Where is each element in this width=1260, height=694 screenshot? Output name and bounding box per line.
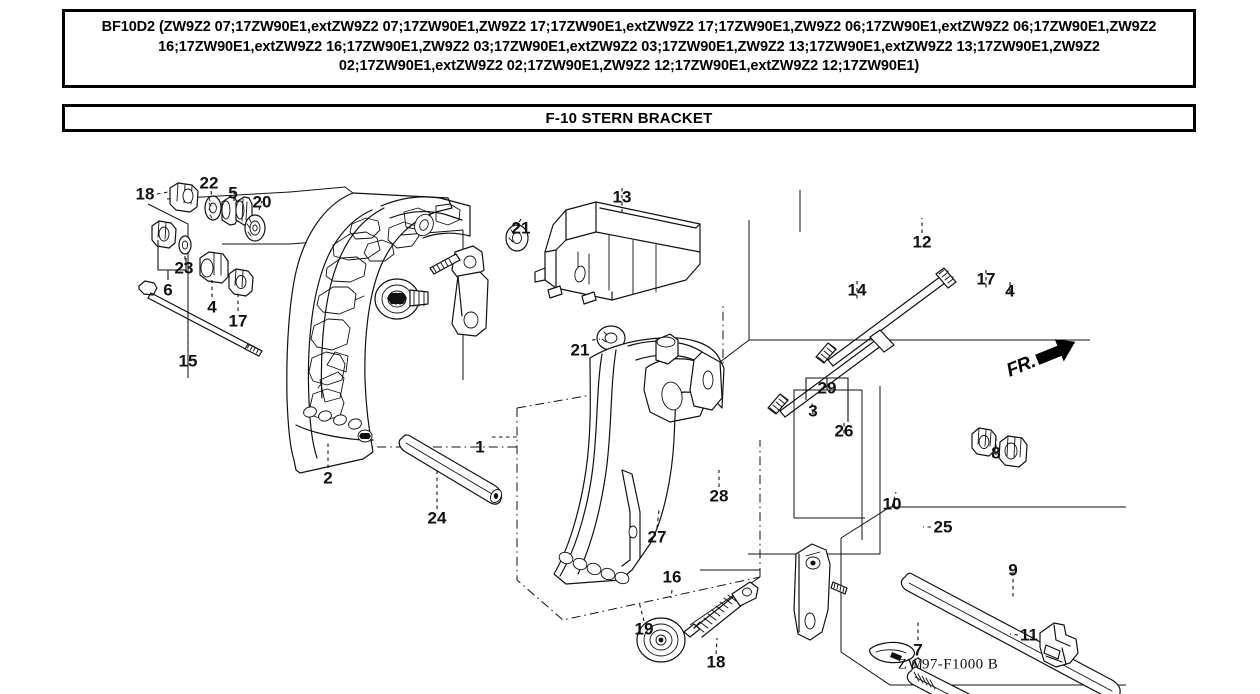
part-callout-18: 18 [706, 652, 726, 672]
part-22-washer [204, 195, 222, 221]
part-12-long-bolt [815, 267, 957, 367]
part-15-bolt [138, 280, 263, 357]
part-18-upper-nut [169, 182, 199, 213]
part-callout-17: 17 [976, 269, 996, 289]
part-callout-21: 21 [570, 340, 590, 360]
part-callout-1: 1 [475, 437, 485, 457]
part-20-bushing [244, 214, 266, 242]
part-callout-8: 8 [991, 443, 1001, 463]
part-27-bearing [636, 617, 686, 663]
part-callout-4: 4 [207, 297, 217, 317]
part-callout-21: 21 [511, 218, 531, 238]
part-callout-15: 15 [178, 351, 198, 371]
group-boundary-clamp-29 [793, 389, 865, 540]
part-callout-27: 27 [647, 527, 667, 547]
part-callout-9: 9 [1008, 560, 1018, 580]
part-callout-26: 26 [834, 421, 854, 441]
part-callout-22: 22 [199, 173, 219, 193]
part-14-long-bolt [767, 329, 895, 418]
part-callout-10: 10 [882, 494, 902, 514]
part-callout-23: 23 [174, 258, 194, 278]
section-header-box: F-10 STERN BRACKET [62, 104, 1196, 132]
part-callout-19: 19 [634, 619, 654, 639]
part-callout-12: 12 [912, 232, 932, 252]
part-callout-28: 28 [709, 486, 729, 506]
part-17-nut-right [971, 427, 997, 457]
section-title: F-10 STERN BRACKET [545, 109, 713, 127]
part-callout-24: 24 [427, 508, 447, 528]
arrow-icon [1035, 339, 1076, 365]
part-4-bushing-right [998, 435, 1028, 468]
part-4-bushing-left [199, 251, 229, 284]
part-callout-20: 20 [252, 192, 272, 212]
leader-lines [156, 188, 1019, 655]
part-callout-6: 6 [163, 280, 173, 300]
part-6-nut [151, 220, 177, 249]
part-callout-16: 16 [662, 567, 682, 587]
part-17-nut-left [228, 268, 254, 297]
page-title: BF10D2 (ZW9Z2 07;17ZW90E1,extZW9Z2 07;17… [101, 19, 1157, 74]
part-callout-11: 11 [1020, 625, 1038, 645]
diagram-artwork: .ln { fill:none; stroke:#111; stroke-wid… [138, 182, 1126, 694]
part-28-spring-bolt [683, 581, 759, 638]
header-box: BF10D2 (ZW9Z2 07;17ZW90E1,extZW9Z2 07;17… [62, 9, 1196, 88]
part-1-swivel-case [553, 333, 725, 585]
diagram-code: ZW97-F1000 B [897, 656, 999, 673]
part-3-clamp-arm [793, 543, 831, 641]
front-direction-marker: FR. [1002, 330, 1084, 386]
part-callout-14: 14 [847, 280, 867, 300]
part-13-mount-block [534, 201, 701, 305]
part-callout-7: 7 [913, 640, 923, 660]
part-callout-4: 4 [1005, 281, 1015, 301]
part-callout-3: 3 [808, 401, 818, 421]
part-23-washer [178, 235, 192, 255]
part-callout-29: 29 [817, 378, 837, 398]
part-26-pin [830, 581, 848, 595]
part-callout-13: 13 [612, 187, 632, 207]
part-24-shaft [398, 434, 503, 505]
part-10-lever-plate [869, 641, 915, 664]
part-callout-5: 5 [228, 183, 238, 203]
part-callout-18: 18 [135, 184, 155, 204]
part-2-stern-bracket [286, 192, 489, 474]
part-callout-17: 17 [228, 311, 248, 331]
exploded-parts-diagram: .ln { fill:none; stroke:#111; stroke-wid… [0, 140, 1260, 694]
part-9-tilt-shaft [906, 666, 971, 694]
part-callout-25: 25 [933, 517, 953, 537]
part-callout-2: 2 [323, 468, 333, 488]
group-boundary-tiltrod-7 [840, 506, 1126, 686]
